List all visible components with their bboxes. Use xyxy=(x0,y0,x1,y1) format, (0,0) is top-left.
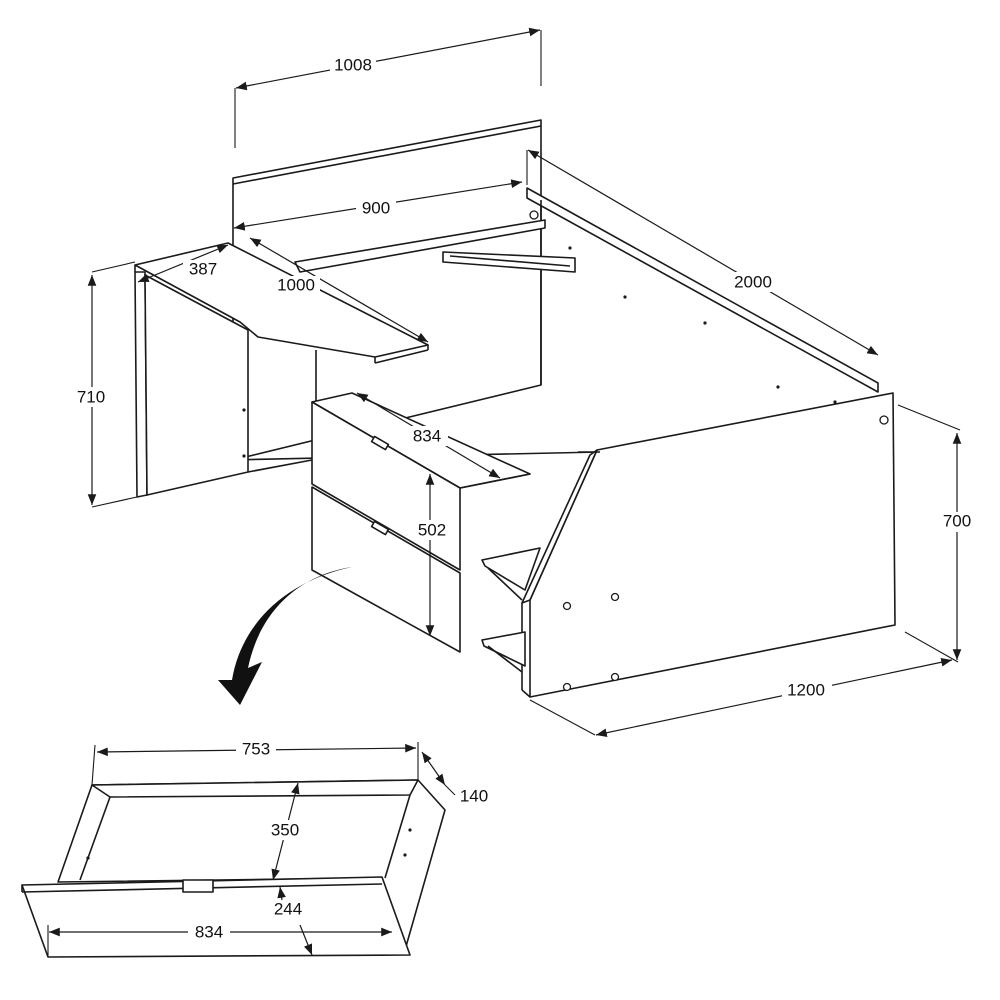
drawer-front-lower[interactable] xyxy=(311,486,461,653)
dimension-labels: 1008 900 387 1000 2000 710 834 502 700 1… xyxy=(72,55,977,942)
drawer-detail xyxy=(21,779,446,958)
label-drawer-unit-width: 834 xyxy=(413,426,441,445)
label-desk-depth: 387 xyxy=(189,259,217,278)
side-shelf-upper xyxy=(481,547,541,591)
drawer-handle xyxy=(182,879,214,893)
side-rail xyxy=(526,187,879,393)
label-bed-width: 1200 xyxy=(787,680,825,699)
drawer-handle xyxy=(370,520,390,536)
footboard-panel xyxy=(529,392,896,698)
label-desk-height: 710 xyxy=(77,387,105,406)
label-drawer-front-width: 834 xyxy=(195,922,223,941)
label-drawer-inner-width: 753 xyxy=(242,739,270,758)
label-desk-width: 1000 xyxy=(277,275,315,294)
label-headboard-width: 1008 xyxy=(334,55,372,74)
drawer-front-panel xyxy=(21,876,411,958)
pull-out-arrow-icon xyxy=(218,567,352,705)
label-drawer-unit-height: 502 xyxy=(418,520,446,539)
label-bed-length: 2000 xyxy=(734,272,772,291)
label-shelf-width: 900 xyxy=(362,198,390,217)
label-drawer-height: 140 xyxy=(460,786,488,805)
label-drawer-depth: 350 xyxy=(271,820,299,839)
label-bed-height: 700 xyxy=(943,511,971,530)
label-drawer-front-offset: 244 xyxy=(274,899,302,918)
side-shelf-lower xyxy=(481,631,526,667)
